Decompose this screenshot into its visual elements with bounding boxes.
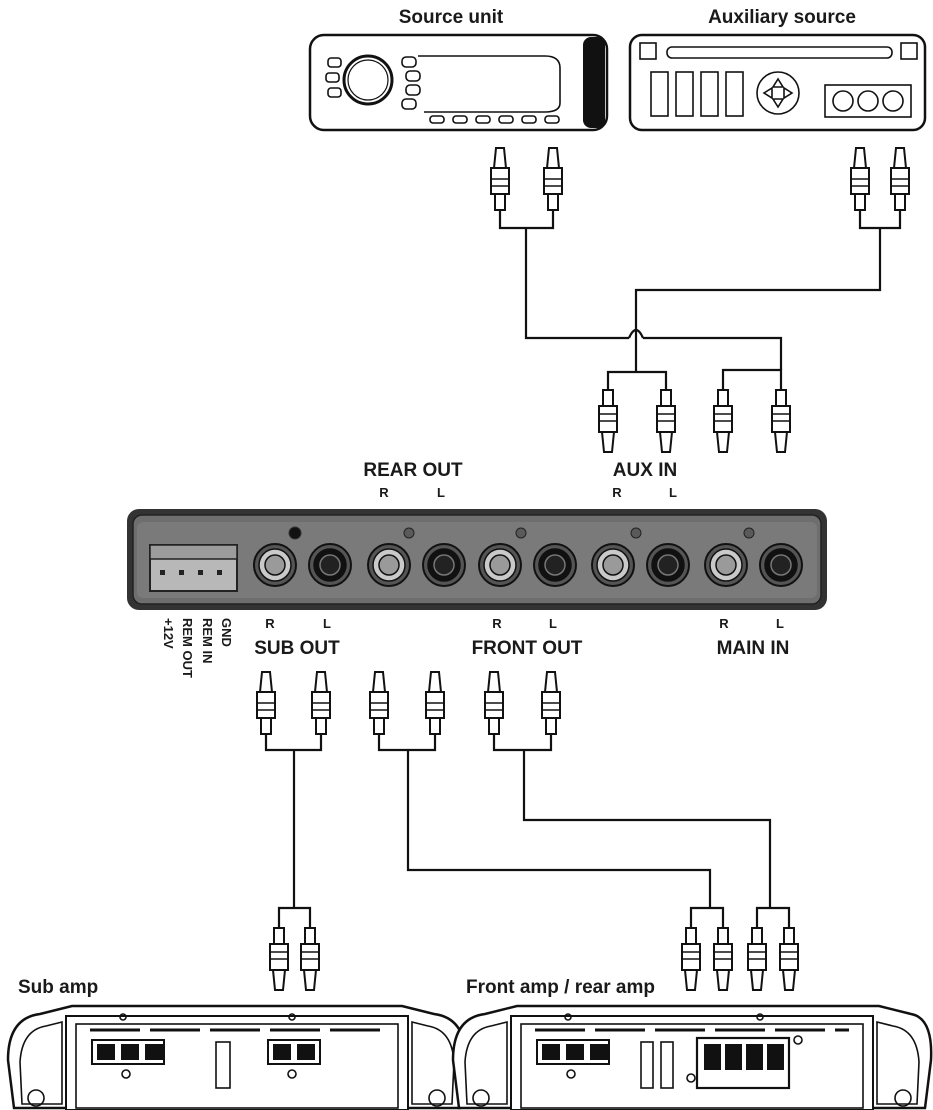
auxiliary-source-label: Auxiliary source <box>708 7 856 28</box>
aux-plug-l <box>890 147 910 211</box>
rear-out-r-label: R <box>379 485 389 500</box>
source-plug-l <box>543 147 563 211</box>
source-plug-r <box>490 147 510 211</box>
front-out-r-jack <box>478 543 522 587</box>
terminal-rem-in-label: REM IN <box>200 618 215 664</box>
sub-out-l-jack <box>308 543 352 587</box>
main-in-label: MAIN IN <box>717 638 790 659</box>
rear-out-r-jack <box>367 543 411 587</box>
front-out-l-label: L <box>549 616 557 631</box>
aux-in-led <box>630 527 642 539</box>
sub-out-r-label: R <box>265 616 275 631</box>
sub-out-r-jack <box>253 543 297 587</box>
sub-amp-plug-l <box>300 927 320 991</box>
rear-out-l-label: L <box>437 485 445 500</box>
front-rear-amp-label: Front amp / rear amp <box>466 977 655 998</box>
main-in-l-jack <box>759 543 803 587</box>
rear-out-label: REAR OUT <box>363 460 463 481</box>
aux-plug-r <box>850 147 870 211</box>
main-in-led <box>743 527 755 539</box>
rear-out-led <box>403 527 415 539</box>
aux-in-plug-l <box>656 389 676 453</box>
sub-out-level-led <box>288 526 302 540</box>
sub-amp-label: Sub amp <box>18 977 98 998</box>
sub-out-plug-l <box>311 671 331 735</box>
aux-in-r-jack <box>591 543 635 587</box>
auxiliary-source <box>628 33 927 132</box>
front-out-label: FRONT OUT <box>472 638 583 659</box>
sub-out-l-label: L <box>323 616 331 631</box>
terminal-gnd-label: GND <box>219 618 234 647</box>
top-wiring <box>498 210 902 390</box>
front-out-r-label: R <box>492 616 502 631</box>
rear-amp-plug-r <box>747 927 767 991</box>
sub-out-plug-r <box>256 671 276 735</box>
sub-amp-plug-r <box>269 927 289 991</box>
aux-in-plug-r <box>598 389 618 453</box>
rear-out-plug-l <box>425 671 445 735</box>
main-in-plug-l <box>771 389 791 453</box>
sub-out-label: SUB OUT <box>254 638 340 659</box>
terminal-12v-label: +12V <box>161 618 176 649</box>
front-out-l-jack <box>533 543 577 587</box>
front-rear-amp <box>451 1004 933 1110</box>
source-unit-label: Source unit <box>399 7 504 28</box>
source-unit <box>308 33 609 132</box>
main-in-r-jack <box>704 543 748 587</box>
main-in-plug-r <box>713 389 733 453</box>
rear-amp-plug-l <box>779 927 799 991</box>
front-out-plug-l <box>541 671 561 735</box>
main-in-l-label: L <box>776 616 784 631</box>
main-in-r-label: R <box>719 616 729 631</box>
power-terminal-block <box>149 544 238 592</box>
aux-in-r-label: R <box>612 485 622 500</box>
bottom-wiring <box>264 734 791 928</box>
front-amp-plug-l <box>713 927 733 991</box>
rear-out-plug-r <box>369 671 389 735</box>
rear-out-l-jack <box>422 543 466 587</box>
aux-in-l-jack <box>646 543 690 587</box>
aux-in-label: AUX IN <box>613 460 677 481</box>
sub-amp <box>6 1004 468 1110</box>
terminal-rem-out-label: REM OUT <box>180 618 195 678</box>
processor-unit <box>127 509 827 610</box>
front-amp-plug-r <box>681 927 701 991</box>
front-out-led <box>515 527 527 539</box>
front-out-plug-r <box>484 671 504 735</box>
aux-in-l-label: L <box>669 485 677 500</box>
